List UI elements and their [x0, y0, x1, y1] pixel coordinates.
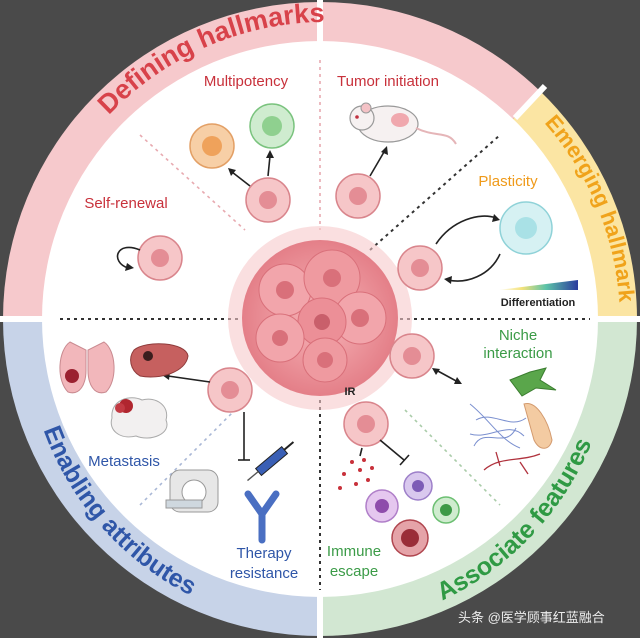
label-metastasis: Metastasis: [88, 453, 160, 470]
label-plasticity: Plasticity: [478, 173, 538, 190]
organs-illustration: [59, 341, 189, 439]
label-self-renewal: Self-renewal: [84, 195, 167, 212]
differentiation-bar: [498, 280, 578, 290]
label-niche-1: Niche: [499, 327, 537, 344]
dividers: [60, 60, 590, 590]
mri-scanner-icon: [165, 469, 219, 513]
cell-plasticity-cyan: [499, 201, 553, 255]
central-tumor: [228, 226, 412, 410]
label-immune-1: Immune: [327, 543, 381, 560]
fibroblast-icon: [509, 367, 557, 397]
label-immune-2: escape: [330, 563, 378, 580]
labels: Multipotency Tumor initiation Self-renew…: [84, 73, 575, 582]
cell-metastasis: [207, 367, 253, 413]
cell-multipotency-source: [245, 177, 291, 223]
therapy-illustration: [165, 441, 295, 544]
ir-particles: [338, 458, 374, 490]
cell-immune: [343, 401, 389, 447]
syringe-icon: [247, 441, 295, 482]
lungs-icon: [59, 341, 87, 394]
cell-tumor-initiation: [335, 173, 381, 219]
fibers-icon: [469, 403, 527, 449]
antibody-icon: [244, 490, 280, 544]
cell-multipotency-green: [249, 103, 295, 149]
label-ir: IR: [345, 386, 356, 398]
cell-multipotency-orange: [189, 123, 235, 169]
label-differentiation: Differentiation: [501, 297, 576, 309]
arrows: [116, 146, 501, 466]
vessels-icon: [483, 451, 541, 475]
cells: [137, 103, 553, 557]
cell-self-renewal: [137, 235, 183, 281]
label-tumor-initiation: Tumor initiation: [337, 73, 439, 90]
label-niche-2: interaction: [483, 345, 552, 362]
fibroblast-long-icon: [523, 403, 553, 449]
label-multipotency: Multipotency: [204, 73, 289, 90]
label-therapy-2: resistance: [230, 565, 298, 582]
cell-niche: [389, 333, 435, 379]
mouse-illustration: [349, 102, 457, 145]
niche-illustration: [469, 367, 557, 475]
label-therapy-1: Therapy: [236, 545, 292, 562]
cell-plasticity-pink: [397, 245, 443, 291]
watermark: 头条 @医学顾事红蓝融合: [458, 610, 605, 625]
